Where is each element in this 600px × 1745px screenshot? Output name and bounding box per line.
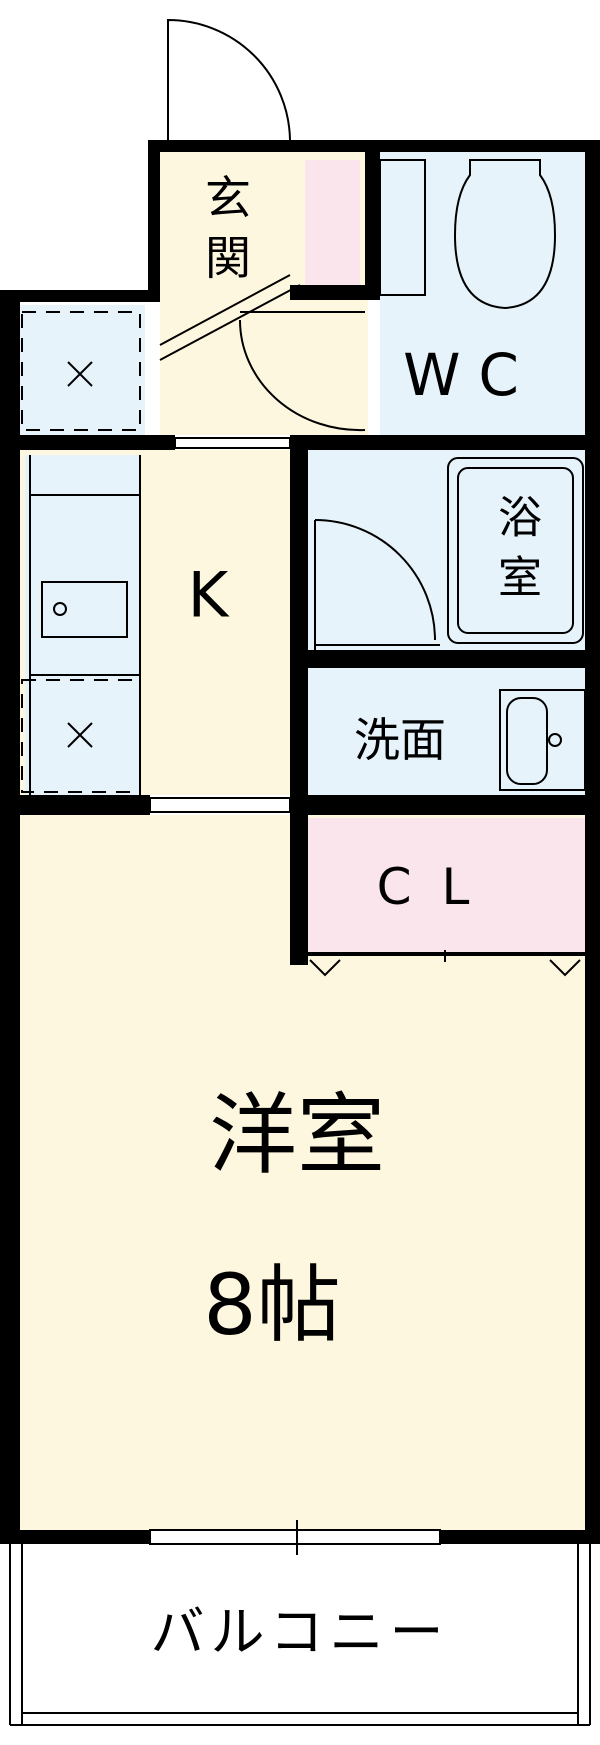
closet-rail xyxy=(300,952,585,956)
doors xyxy=(149,18,441,1555)
wall-entrance-wc xyxy=(365,140,380,295)
wc-label: WC xyxy=(403,341,537,409)
wall-kitchen-bath xyxy=(290,435,308,965)
wall-kitchen-room-right xyxy=(290,795,600,815)
wall-top-left xyxy=(0,290,160,302)
wall-left xyxy=(0,290,20,1540)
bath-floor xyxy=(308,450,585,650)
bath-label-2: 室 xyxy=(498,553,542,604)
entrance-label-2: 関 xyxy=(205,231,251,285)
closet-label: CL xyxy=(377,858,500,916)
front-door-swing xyxy=(167,18,291,141)
hall-door-swing xyxy=(238,319,366,432)
wall-entrance-left xyxy=(148,140,160,300)
closet-doors xyxy=(309,950,581,977)
fixtures xyxy=(9,159,591,1726)
wall-shoe-bottom xyxy=(290,285,380,300)
wall-right xyxy=(585,140,600,1540)
storage-top-floor xyxy=(20,305,145,435)
room-labels: 玄 関 WC 浴 室 K 洗面 CL 洋室 8帖 バルコニー xyxy=(151,171,542,1664)
bath-door-swing xyxy=(314,519,436,641)
balcony-label: バルコニー xyxy=(151,1601,450,1664)
shoe-cabinet xyxy=(305,160,360,295)
entrance-label-1: 玄 xyxy=(205,171,251,225)
storage-box-kitchen xyxy=(21,679,141,793)
western-room-size: 8帖 xyxy=(203,1256,340,1354)
wall-row1-bottom xyxy=(0,435,175,450)
balcony-railing xyxy=(9,1544,591,1726)
western-room-floor-upper xyxy=(20,815,300,965)
wash-basin-icon xyxy=(499,689,586,791)
entrance-step xyxy=(159,274,301,361)
washroom-label: 洗面 xyxy=(354,713,446,767)
floor-fills xyxy=(20,150,585,1530)
wall-bath-wash xyxy=(308,650,600,668)
wall-row1-bottom-right xyxy=(290,435,600,450)
western-room-label: 洋室 xyxy=(209,1084,385,1187)
washroom-floor xyxy=(308,668,585,795)
storage-box-top xyxy=(21,311,141,431)
wall-kitchen-room xyxy=(0,795,150,815)
bath-label-1: 浴 xyxy=(498,493,542,544)
balcony-window xyxy=(149,1529,441,1545)
closet-floor-top xyxy=(308,818,585,955)
toilet-icon xyxy=(379,159,557,310)
bathtub-icon xyxy=(447,457,584,644)
kitchen-label: K xyxy=(188,559,230,632)
kitchen-room-opening xyxy=(149,797,291,813)
entrance-kitchen-opening xyxy=(174,437,291,449)
